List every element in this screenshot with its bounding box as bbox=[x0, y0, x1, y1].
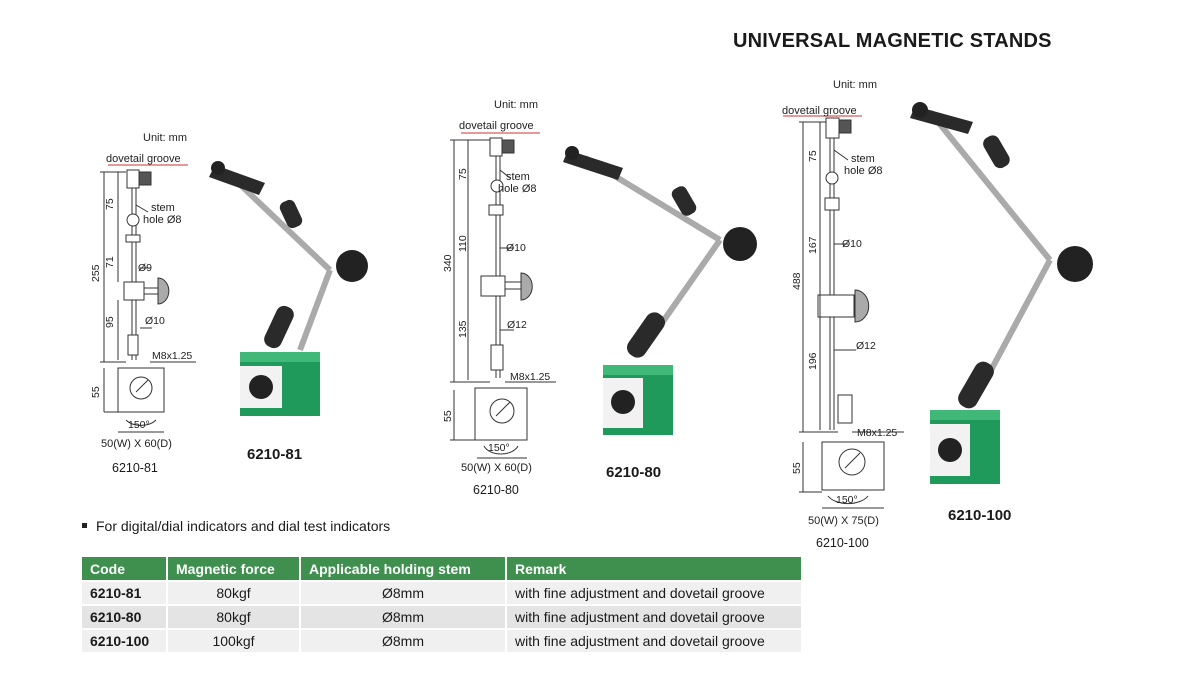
col-code: Code bbox=[82, 557, 168, 581]
dim-top: 75 bbox=[807, 150, 819, 162]
dovetail-label: dovetail groove bbox=[459, 120, 534, 132]
cell-code: 6210-80 bbox=[82, 604, 168, 629]
dim-base: 55 bbox=[442, 410, 454, 422]
cell-stem: Ø8mm bbox=[300, 628, 507, 652]
size-label: 50(W) X 60(D) bbox=[101, 438, 172, 450]
size-label: 50(W) X 75(D) bbox=[808, 515, 879, 527]
table-header-row: Code Magnetic force Applicable holding s… bbox=[82, 557, 803, 581]
model-number: 6210-80 bbox=[606, 464, 662, 481]
dim-low: 135 bbox=[457, 320, 469, 338]
drawing-caption: 6210-80 bbox=[473, 483, 519, 497]
hole-label: hole Ø8 bbox=[143, 214, 182, 226]
dim-mid: 167 bbox=[807, 236, 819, 254]
dim-base: 55 bbox=[90, 386, 102, 398]
dim-total: 488 bbox=[791, 272, 803, 290]
col-magnetic-force: Magnetic force bbox=[167, 557, 301, 581]
dim-mid: 71 bbox=[104, 256, 116, 268]
dim-d1: Ø9 bbox=[138, 262, 152, 274]
dim-d2: Ø12 bbox=[856, 340, 876, 352]
drawing-caption: 6210-100 bbox=[816, 536, 869, 550]
page-title: UNIVERSAL MAGNETIC STANDS bbox=[733, 30, 1052, 52]
hole-label: hole Ø8 bbox=[844, 165, 883, 177]
dovetail-label: dovetail groove bbox=[106, 153, 181, 165]
size-label: 50(W) X 60(D) bbox=[461, 462, 532, 474]
unit-label: Unit: mm bbox=[494, 99, 538, 111]
model-number: 6210-81 bbox=[247, 446, 303, 463]
stem-label: stem bbox=[151, 202, 175, 214]
unit-label: Unit: mm bbox=[143, 132, 187, 144]
dim-top: 75 bbox=[104, 198, 116, 210]
cell-remark: with fine adjustment and dovetail groove bbox=[506, 580, 803, 605]
dim-total: 340 bbox=[442, 254, 454, 272]
col-holding-stem: Applicable holding stem bbox=[300, 557, 507, 581]
drawing-caption: 6210-81 bbox=[112, 461, 158, 475]
cell-force: 80kgf bbox=[167, 604, 301, 629]
cell-force: 100kgf bbox=[167, 628, 301, 652]
dim-d2: Ø12 bbox=[507, 319, 527, 331]
cell-stem: Ø8mm bbox=[300, 604, 507, 629]
dim-mid: 110 bbox=[457, 235, 469, 252]
dim-d1: Ø10 bbox=[842, 238, 862, 250]
dim-angle: 150° bbox=[836, 494, 858, 506]
dim-base: 55 bbox=[791, 462, 803, 474]
bullet-icon bbox=[82, 522, 87, 528]
dim-angle: 150° bbox=[128, 419, 150, 431]
spec-table: Code Magnetic force Applicable holding s… bbox=[82, 557, 803, 652]
dim-d1: Ø10 bbox=[506, 242, 526, 254]
dim-total: 255 bbox=[90, 264, 102, 282]
model-number: 6210-100 bbox=[948, 507, 1012, 524]
hole-label: hole Ø8 bbox=[498, 183, 537, 195]
dim-angle: 150° bbox=[488, 442, 510, 454]
cell-remark: with fine adjustment and dovetail groove bbox=[506, 604, 803, 629]
cell-stem: Ø8mm bbox=[300, 580, 507, 605]
dim-low: 95 bbox=[104, 316, 116, 328]
table-row: 6210-81 80kgf Ø8mm with fine adjustment … bbox=[82, 580, 803, 605]
dim-low: 196 bbox=[807, 352, 819, 370]
unit-label: Unit: mm bbox=[833, 79, 877, 91]
col-remark: Remark bbox=[506, 557, 803, 581]
cell-force: 80kgf bbox=[167, 580, 301, 605]
dim-thread: M8x1.25 bbox=[152, 350, 192, 362]
dovetail-label: dovetail groove bbox=[782, 105, 857, 117]
stem-label: stem bbox=[506, 171, 530, 183]
dim-top: 75 bbox=[457, 168, 469, 180]
cell-remark: with fine adjustment and dovetail groove bbox=[506, 628, 803, 652]
dim-thread: M8x1.25 bbox=[510, 371, 550, 383]
stem-label: stem bbox=[851, 153, 875, 165]
cell-code: 6210-81 bbox=[82, 580, 168, 605]
feature-bullet: For digital/dial indicators and dial tes… bbox=[82, 518, 390, 534]
dim-d2: Ø10 bbox=[145, 315, 165, 327]
cell-code: 6210-100 bbox=[82, 628, 168, 652]
dim-thread: M8x1.25 bbox=[857, 427, 897, 439]
feature-text: For digital/dial indicators and dial tes… bbox=[96, 518, 391, 534]
table-row: 6210-100 100kgf Ø8mm with fine adjustmen… bbox=[82, 628, 803, 652]
table-row: 6210-80 80kgf Ø8mm with fine adjustment … bbox=[82, 604, 803, 629]
